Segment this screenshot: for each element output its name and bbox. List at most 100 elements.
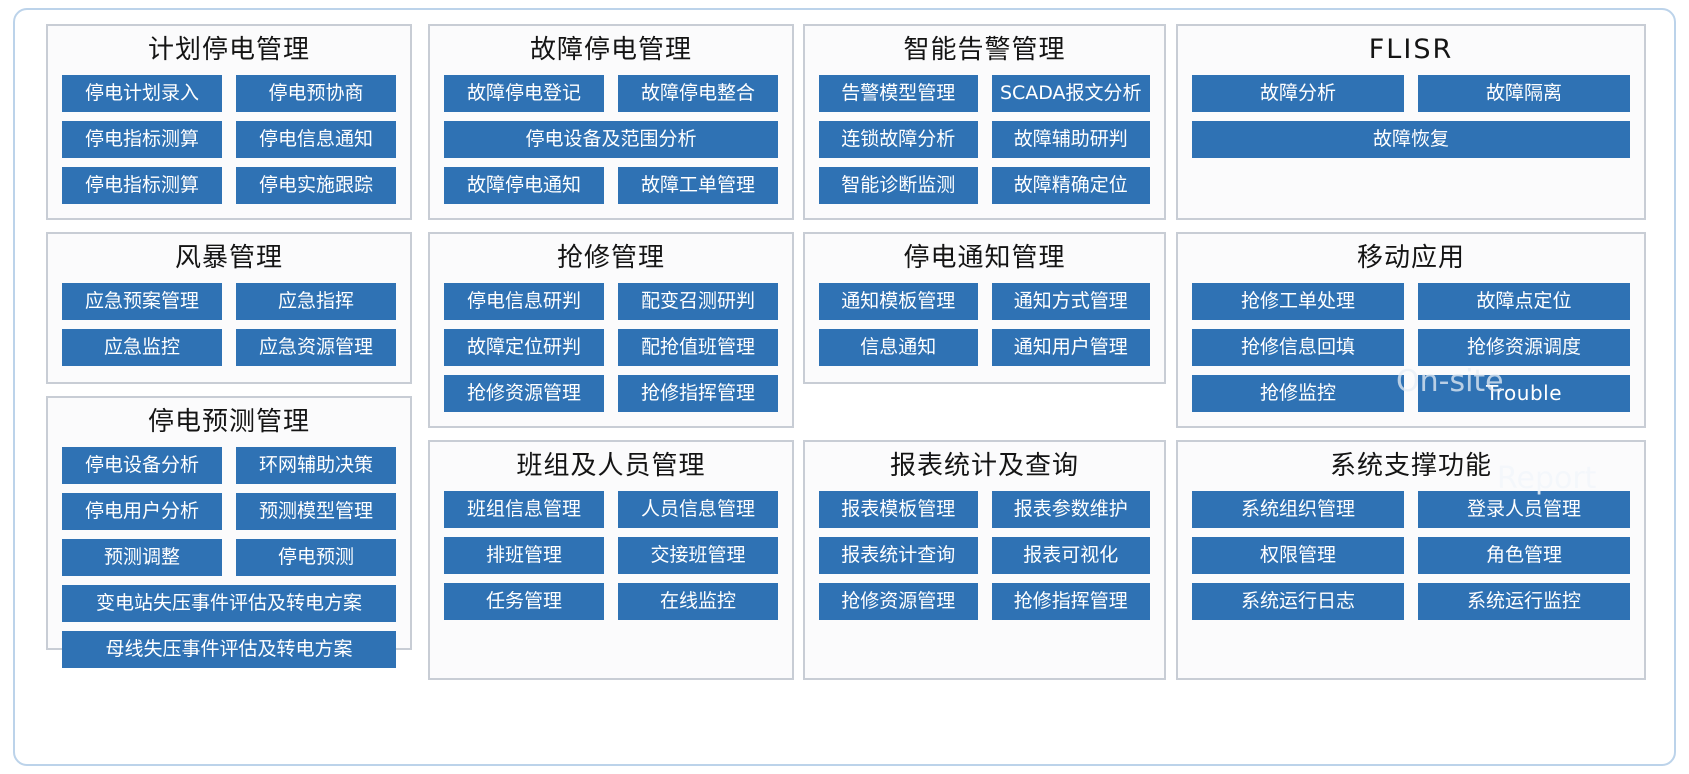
module-button[interactable]: 任务管理	[444, 583, 604, 620]
module-button[interactable]: 环网辅助决策	[236, 447, 396, 484]
module-button[interactable]: 抢修资源调度	[1418, 329, 1630, 366]
button-row: 故障停电通知故障工单管理	[444, 167, 778, 204]
module-button[interactable]: 故障隔离	[1418, 75, 1630, 112]
module-button[interactable]: 故障停电整合	[618, 75, 778, 112]
module-button[interactable]: 配抢值班管理	[618, 329, 778, 366]
module-button[interactable]: 交接班管理	[618, 537, 778, 574]
module-button[interactable]: 停电指标测算	[62, 167, 222, 204]
module-button[interactable]: 停电信息通知	[236, 121, 396, 158]
module-button[interactable]: SCADA报文分析	[991, 75, 1150, 112]
button-row: 预测调整停电预测	[62, 539, 396, 576]
button-row: 停电计划录入停电预协商	[62, 75, 396, 112]
module-button[interactable]: 人员信息管理	[618, 491, 778, 528]
module-button[interactable]: 停电指标测算	[62, 121, 222, 158]
module-button[interactable]: 应急资源管理	[236, 329, 396, 366]
module-button[interactable]: 故障恢复	[1192, 121, 1630, 158]
module-button[interactable]: 报表参数维护	[991, 491, 1150, 528]
button-row: 信息通知通知用户管理	[819, 329, 1150, 366]
module-button[interactable]: 停电用户分析	[62, 493, 222, 530]
panel-mobile-application: 移动应用抢修工单处理故障点定位抢修信息回填抢修资源调度抢修监控 Trouble	[1176, 232, 1646, 428]
module-button[interactable]: 停电预测	[236, 539, 396, 576]
module-button[interactable]: 抢修资源管理	[444, 375, 604, 412]
button-row: 停电用户分析预测模型管理	[62, 493, 396, 530]
module-button[interactable]: 停电实施跟踪	[236, 167, 396, 204]
button-row: 抢修资源管理抢修指挥管理	[444, 375, 778, 412]
module-button[interactable]: 故障分析	[1192, 75, 1404, 112]
module-button[interactable]: 抢修信息回填	[1192, 329, 1404, 366]
module-button[interactable]: 应急监控	[62, 329, 222, 366]
module-button[interactable]: 登录人员管理	[1418, 491, 1630, 528]
button-row: 故障定位研判配抢值班管理	[444, 329, 778, 366]
module-button[interactable]: 故障点定位	[1418, 283, 1630, 320]
module-button[interactable]: 故障停电登记	[444, 75, 604, 112]
module-button[interactable]: 配变召测研判	[618, 283, 778, 320]
button-row: 应急监控应急资源管理	[62, 329, 396, 366]
button-row: 任务管理在线监控	[444, 583, 778, 620]
button-row: 系统组织管理登录人员管理	[1192, 491, 1630, 528]
module-button[interactable]: 报表可视化	[991, 537, 1150, 574]
panel-button-grid: 停电计划录入停电预协商停电指标测算停电信息通知停电指标测算停电实施跟踪	[48, 75, 410, 214]
module-button[interactable]: 通知模板管理	[819, 283, 978, 320]
button-row: 通知模板管理通知方式管理	[819, 283, 1150, 320]
module-button[interactable]: 停电信息研判	[444, 283, 604, 320]
module-button[interactable]: 告警模型管理	[819, 75, 978, 112]
panel-title: 移动应用	[1356, 243, 1465, 273]
module-button[interactable]: 应急指挥	[236, 283, 396, 320]
panel-grid: 计划停电管理停电计划录入停电预协商停电指标测算停电信息通知停电指标测算停电实施跟…	[46, 24, 1646, 750]
button-row: 停电信息研判配变召测研判	[444, 283, 778, 320]
button-row: 停电指标测算停电实施跟踪	[62, 167, 396, 204]
module-button[interactable]: 在线监控	[618, 583, 778, 620]
module-button[interactable]: 连锁故障分析	[819, 121, 978, 158]
module-button[interactable]: 故障工单管理	[618, 167, 778, 204]
module-button[interactable]: 故障辅助研判	[991, 121, 1150, 158]
module-button[interactable]: 通知方式管理	[991, 283, 1150, 320]
panel-title: 报表统计及查询	[889, 451, 1079, 481]
module-button[interactable]: 停电设备分析	[62, 447, 222, 484]
module-button[interactable]: 报表模板管理	[819, 491, 978, 528]
module-button[interactable]: 系统组织管理	[1192, 491, 1404, 528]
module-button[interactable]: 排班管理	[444, 537, 604, 574]
module-button[interactable]: 抢修指挥管理	[991, 583, 1150, 620]
module-button[interactable]: 班组信息管理	[444, 491, 604, 528]
module-button[interactable]: 抢修监控	[1192, 375, 1404, 412]
panel-title: 计划停电管理	[147, 35, 310, 65]
module-button[interactable]: 信息通知	[819, 329, 978, 366]
module-button[interactable]: 停电计划录入	[62, 75, 222, 112]
button-row: 报表统计查询报表可视化	[819, 537, 1150, 574]
module-button[interactable]: 预测调整	[62, 539, 222, 576]
panel-title: 班组及人员管理	[516, 451, 706, 481]
module-button[interactable]: 智能诊断监测	[819, 167, 978, 204]
module-button[interactable]: 系统运行监控	[1418, 583, 1630, 620]
module-button[interactable]: 抢修资源管理	[819, 583, 978, 620]
module-button[interactable]: 停电预协商	[236, 75, 396, 112]
module-button[interactable]: 角色管理	[1418, 537, 1630, 574]
button-row: 停电指标测算停电信息通知	[62, 121, 396, 158]
module-button[interactable]: 故障停电通知	[444, 167, 604, 204]
module-button[interactable]: 故障定位研判	[444, 329, 604, 366]
module-button[interactable]: 母线失压事件评估及转电方案	[62, 631, 396, 668]
module-button[interactable]: 权限管理	[1192, 537, 1404, 574]
panel-title: FLISR	[1368, 34, 1454, 65]
module-button[interactable]: Trouble	[1418, 375, 1630, 412]
module-button[interactable]: 通知用户管理	[991, 329, 1150, 366]
button-row: 报表模板管理报表参数维护	[819, 491, 1150, 528]
module-button[interactable]: 系统运行日志	[1192, 583, 1404, 620]
module-button[interactable]: 停电设备及范围分析	[444, 121, 778, 158]
panel-outage-notification-management: 停电通知管理通知模板管理通知方式管理信息通知通知用户管理	[803, 232, 1166, 384]
button-row: 班组信息管理人员信息管理	[444, 491, 778, 528]
module-button[interactable]: 抢修指挥管理	[618, 375, 778, 412]
module-button[interactable]: 变电站失压事件评估及转电方案	[62, 585, 396, 622]
module-button[interactable]: 抢修工单处理	[1192, 283, 1404, 320]
button-row: 停电设备分析环网辅助决策	[62, 447, 396, 484]
button-row: 抢修监控 Trouble	[1192, 375, 1630, 412]
panel-planned-outage-management: 计划停电管理停电计划录入停电预协商停电指标测算停电信息通知停电指标测算停电实施跟…	[46, 24, 412, 220]
module-button[interactable]: 报表统计查询	[819, 537, 978, 574]
module-button[interactable]: 故障精确定位	[991, 167, 1150, 204]
panel-button-grid: 停电信息研判配变召测研判故障定位研判配抢值班管理抢修资源管理抢修指挥管理	[430, 283, 792, 422]
button-row: 停电设备及范围分析	[444, 121, 778, 158]
button-row: 故障停电登记故障停电整合	[444, 75, 778, 112]
module-button[interactable]: 应急预案管理	[62, 283, 222, 320]
module-button[interactable]: 预测模型管理	[236, 493, 396, 530]
button-row: 母线失压事件评估及转电方案	[62, 631, 396, 668]
